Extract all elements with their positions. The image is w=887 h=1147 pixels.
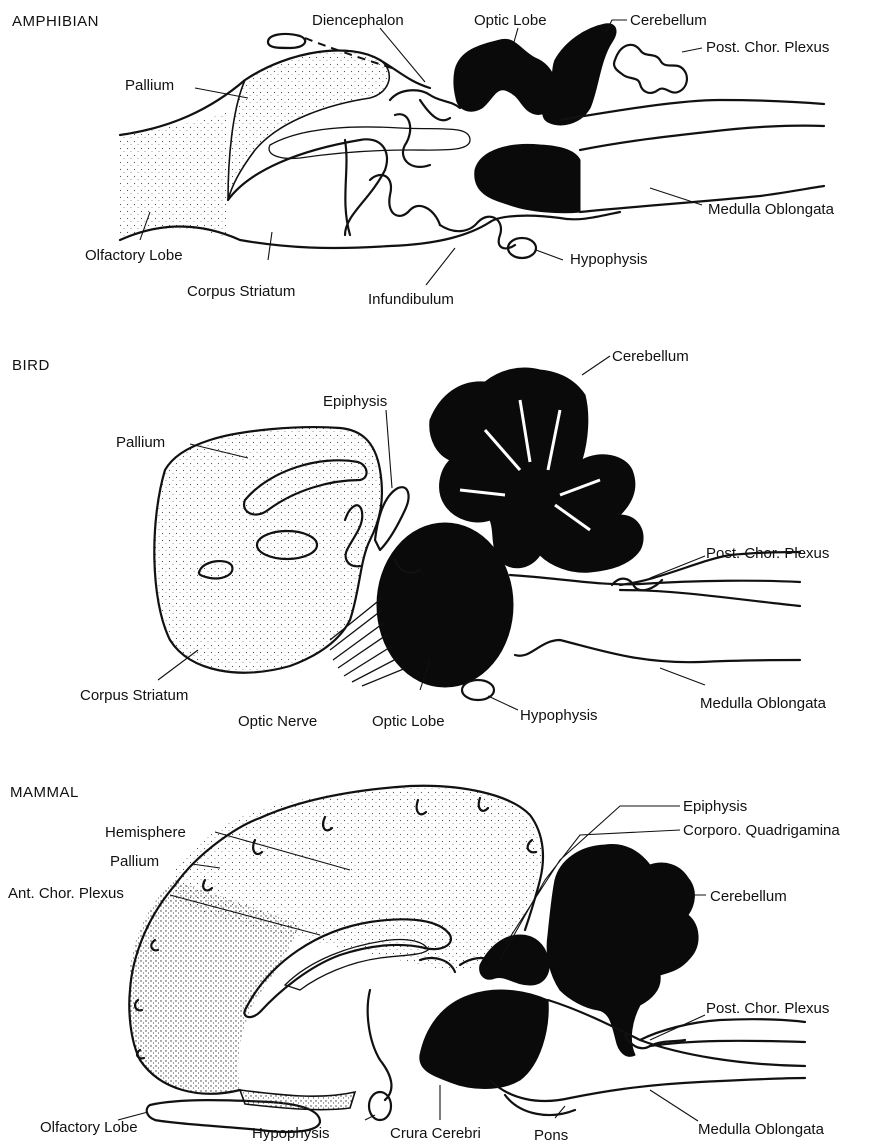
mammal-olfactory-lobe: [240, 1090, 355, 1110]
amphibian-brain-drawing: [120, 24, 824, 258]
amphibian-label-diencephalon: Diencephalon: [312, 12, 404, 29]
amphibian-ventricle: [269, 127, 470, 158]
mammal-label-ant-chor-plexus: Ant. Chor. Plexus: [8, 885, 124, 902]
bird-label-hypophysis: Hypophysis: [520, 707, 598, 724]
amphibian-infundibulum: [440, 217, 515, 249]
mammal-cerebellum: [547, 844, 698, 1056]
mammal-label-olfactory-lobe: Olfactory Lobe: [40, 1119, 138, 1136]
bird-label-medulla-oblongata: Medulla Oblongata: [700, 695, 827, 712]
bird-label-optic-lobe: Optic Lobe: [372, 713, 445, 730]
amphibian-panel: AMPHIBIAN: [12, 12, 835, 308]
amphibian-label-medulla-oblongata: Medulla Oblongata: [708, 201, 835, 218]
mammal-label-hemisphere: Hemisphere: [105, 824, 186, 841]
amphibian-label-cerebellum: Cerebellum: [630, 12, 707, 29]
mammal-label-hypophysis: Hypophysis: [252, 1125, 330, 1142]
bird-label-post-chor-plexus: Post. Chor. Plexus: [706, 545, 829, 562]
amphibian-post-chor-plexus: [614, 45, 687, 93]
amphibian-hypophysis: [508, 238, 536, 258]
mammal-panel: MAMMAL: [8, 784, 840, 1144]
bird-label-pallium: Pallium: [116, 434, 165, 451]
amphibian-label-optic-lobe: Optic Lobe: [474, 12, 547, 29]
amphibian-label-corpus-striatum: Corpus Striatum: [187, 283, 295, 300]
bird-label-optic-nerve: Optic Nerve: [238, 713, 317, 730]
mammal-label-pallium: Pallium: [110, 853, 159, 870]
amphibian-brainstem-floor: [490, 212, 620, 222]
mammal-label-medulla-oblongata: Medulla Oblongata: [698, 1121, 825, 1138]
mammal-label-pons: Pons: [534, 1127, 568, 1144]
amphibian-label-hypophysis: Hypophysis: [570, 251, 648, 268]
bird-label-corpus-striatum: Corpus Striatum: [80, 687, 188, 704]
amphibian-heading: AMPHIBIAN: [12, 13, 99, 30]
mammal-label-epiphysis: Epiphysis: [683, 798, 747, 815]
mammal-heading: MAMMAL: [10, 784, 79, 801]
mammal-pons-outline: [505, 1095, 575, 1115]
bird-panel: BIRD: [12, 348, 829, 730]
mammal-label-cerebellum: Cerebellum: [710, 888, 787, 905]
amphibian-label-post-chor-plexus: Post. Chor. Plexus: [706, 39, 829, 56]
bird-heading: BIRD: [12, 357, 50, 374]
mammal-crura-cerebri: [420, 990, 548, 1088]
amphibian-medulla-outline: [560, 100, 824, 212]
amphibian-midbrain-tegmentum: [475, 144, 580, 212]
amphibian-paraphysis: [268, 34, 305, 48]
mammal-label-crura-cerebri: Crura Cerebri: [390, 1125, 481, 1142]
bird-label-epiphysis: Epiphysis: [323, 393, 387, 410]
bird-label-cerebellum: Cerebellum: [612, 348, 689, 365]
amphibian-label-pallium: Pallium: [125, 77, 174, 94]
amphibian-third-ventricle: [345, 140, 440, 235]
bird-optic-lobe: [377, 523, 513, 687]
amphibian-cerebellum: [543, 24, 616, 125]
amphibian-label-olfactory-lobe: Olfactory Lobe: [85, 247, 183, 264]
mammal-label-post-chor-plexus: Post. Chor. Plexus: [706, 1000, 829, 1017]
bird-brain-drawing: [154, 368, 800, 700]
mammal-label-corporo-quadrigamina: Corporo. Quadrigamina: [683, 822, 840, 839]
amphibian-label-infundibulum: Infundibulum: [368, 291, 454, 308]
bird-medulla-outline: [510, 552, 800, 662]
amphibian-optic-lobe: [454, 39, 556, 114]
